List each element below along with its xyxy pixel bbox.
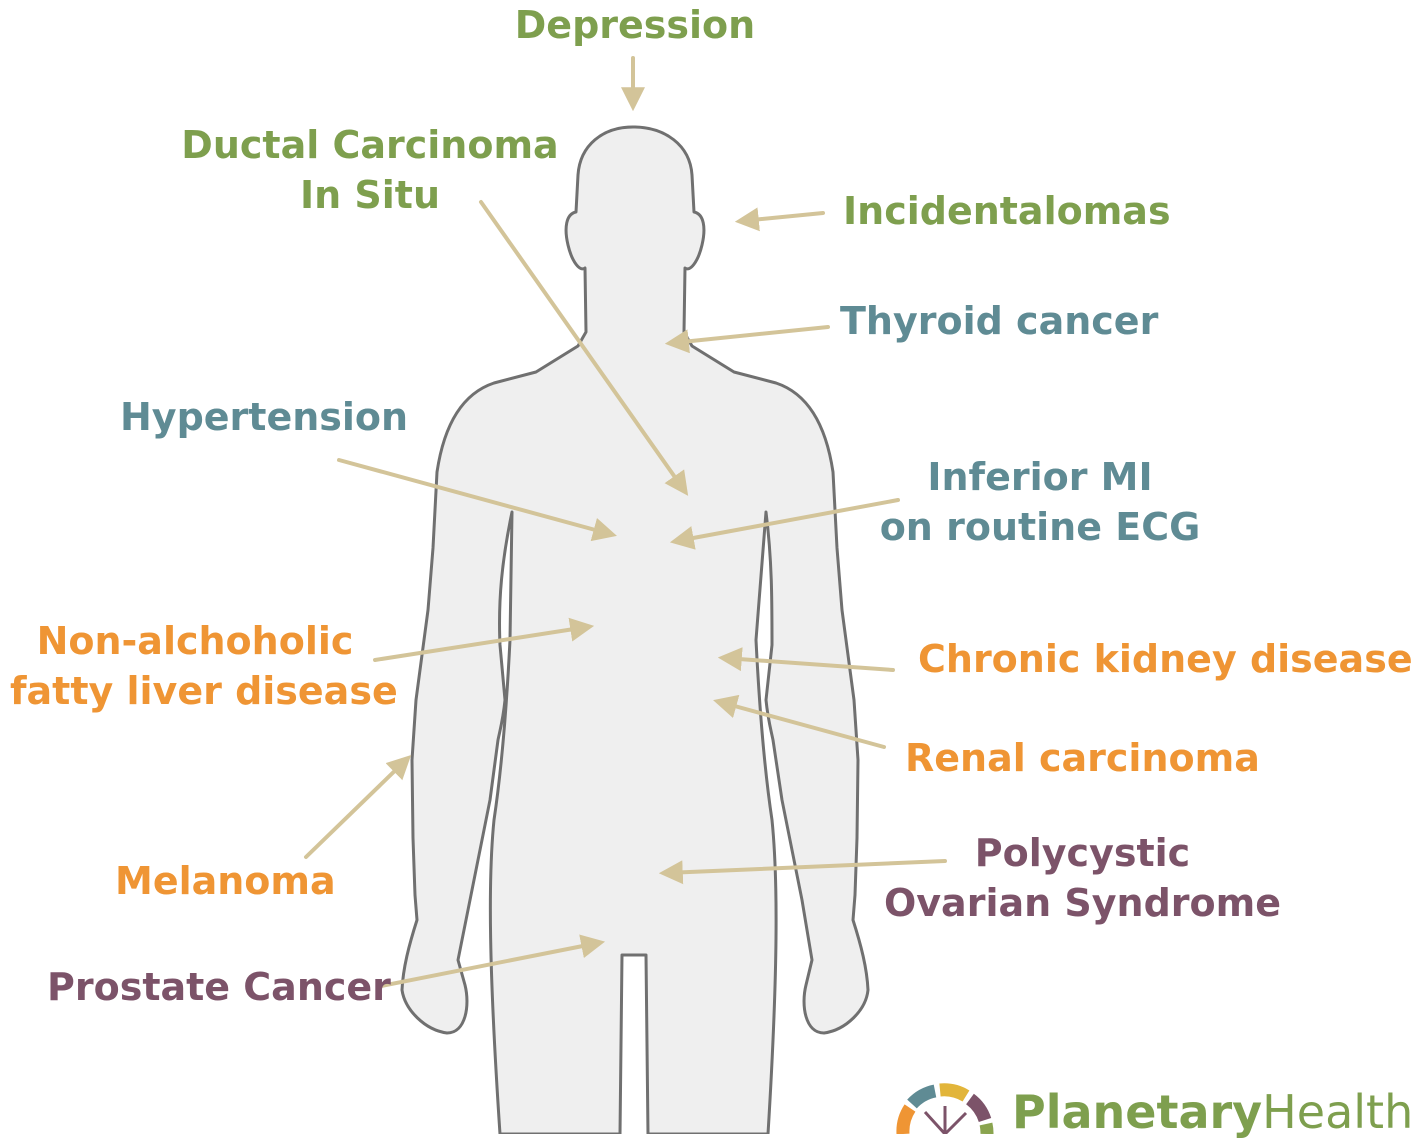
arrow-melanoma bbox=[306, 760, 406, 857]
label-pcos: Polycystic Ovarian Syndrome bbox=[870, 828, 1295, 928]
label-renal-text: Renal carcinoma bbox=[905, 733, 1260, 783]
label-pcos-line2: Ovarian Syndrome bbox=[870, 878, 1295, 928]
logo-text: PlanetaryHealth bbox=[1012, 1082, 1413, 1142]
logo-wheel-segment bbox=[970, 1099, 985, 1120]
logo-wheel-segment bbox=[940, 1090, 966, 1096]
label-hypertension-text: Hypertension bbox=[120, 392, 408, 442]
label-incidentalomas: Incidentalomas bbox=[843, 186, 1171, 236]
label-dcis-line2: In Situ bbox=[150, 170, 590, 220]
label-depression: Depression bbox=[500, 0, 770, 50]
logo-text-planetary: Planetary bbox=[1012, 1085, 1262, 1139]
label-renal: Renal carcinoma bbox=[905, 733, 1260, 783]
label-melanoma-text: Melanoma bbox=[115, 856, 336, 906]
arrow-incidentalomas bbox=[742, 213, 823, 221]
label-inferior-mi-line1: Inferior MI bbox=[860, 452, 1220, 502]
label-nafld-line1: Non-alchoholic bbox=[10, 616, 380, 666]
label-thyroid-text: Thyroid cancer bbox=[840, 296, 1158, 346]
label-prostate: Prostate Cancer bbox=[47, 962, 391, 1012]
label-dcis: Ductal Carcinoma In Situ bbox=[150, 120, 590, 220]
body-silhouette bbox=[402, 127, 868, 1134]
logo-wheel-segment bbox=[986, 1124, 987, 1134]
logo-wheel-spokes-icon bbox=[925, 1106, 966, 1134]
label-melanoma: Melanoma bbox=[115, 856, 336, 906]
label-prostate-text: Prostate Cancer bbox=[47, 962, 391, 1012]
label-dcis-line1: Ductal Carcinoma bbox=[150, 120, 590, 170]
logo-text-health: Health bbox=[1262, 1085, 1413, 1139]
label-inferior-mi: Inferior MI on routine ECG bbox=[860, 452, 1220, 552]
arrow-thyroid bbox=[672, 327, 828, 343]
label-thyroid: Thyroid cancer bbox=[840, 296, 1158, 346]
label-nafld: Non-alchoholic fatty liver disease bbox=[10, 616, 380, 716]
label-pcos-line1: Polycystic bbox=[870, 828, 1295, 878]
logo-wheel-segment bbox=[903, 1108, 910, 1134]
label-nafld-line2: fatty liver disease bbox=[10, 666, 380, 716]
label-inferior-mi-line2: on routine ECG bbox=[860, 502, 1220, 552]
label-incidentalomas-text: Incidentalomas bbox=[843, 186, 1171, 236]
logo-wheel-segment bbox=[912, 1091, 935, 1104]
label-ckd-text: Chronic kidney disease bbox=[918, 634, 1413, 684]
label-depression-text: Depression bbox=[500, 0, 770, 50]
label-hypertension: Hypertension bbox=[120, 392, 408, 442]
label-ckd: Chronic kidney disease bbox=[918, 634, 1413, 684]
